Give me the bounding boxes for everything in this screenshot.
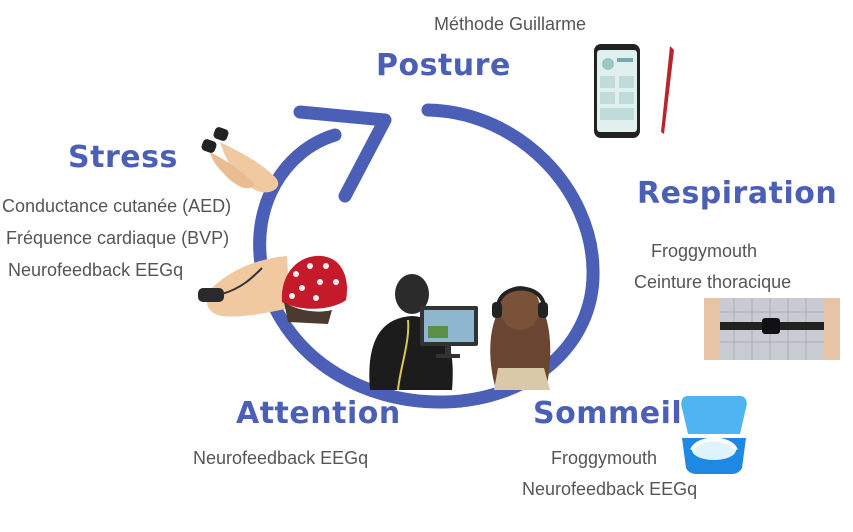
sommeil-item-1: Froggymouth (551, 448, 658, 468)
attention-heading: Attention (236, 396, 401, 431)
respiration-heading: Respiration (637, 176, 838, 211)
respiration-item-2: Ceinture thoracique (634, 272, 792, 292)
mouth-device-case-image (681, 396, 747, 474)
posture-heading: Posture (376, 48, 511, 83)
attention-item-1: Neurofeedback EEGq (193, 448, 369, 468)
finger-sensors-image (201, 127, 279, 193)
respiration-item-1: Froggymouth (651, 241, 758, 261)
neurofeedback-session-image (369, 274, 551, 391)
stress-heading: Stress (68, 140, 178, 175)
stress-item-1: Conductance cutanée (AED) (2, 196, 232, 216)
stylus-image (661, 46, 674, 134)
sommeil-item-2: Neurofeedback EEGq (522, 479, 698, 499)
smartphone-app-image (594, 44, 640, 138)
posture-item-1: Méthode Guillarme (434, 14, 587, 34)
stress-item-2: Fréquence cardiaque (BVP) (6, 228, 230, 248)
sommeil-heading: Sommeil (533, 396, 683, 431)
stress-item-3: Neurofeedback EEGq (8, 260, 184, 280)
eeg-cap-image (281, 255, 347, 324)
hand-sensor-image (198, 256, 290, 317)
chest-belt-image (704, 298, 840, 360)
